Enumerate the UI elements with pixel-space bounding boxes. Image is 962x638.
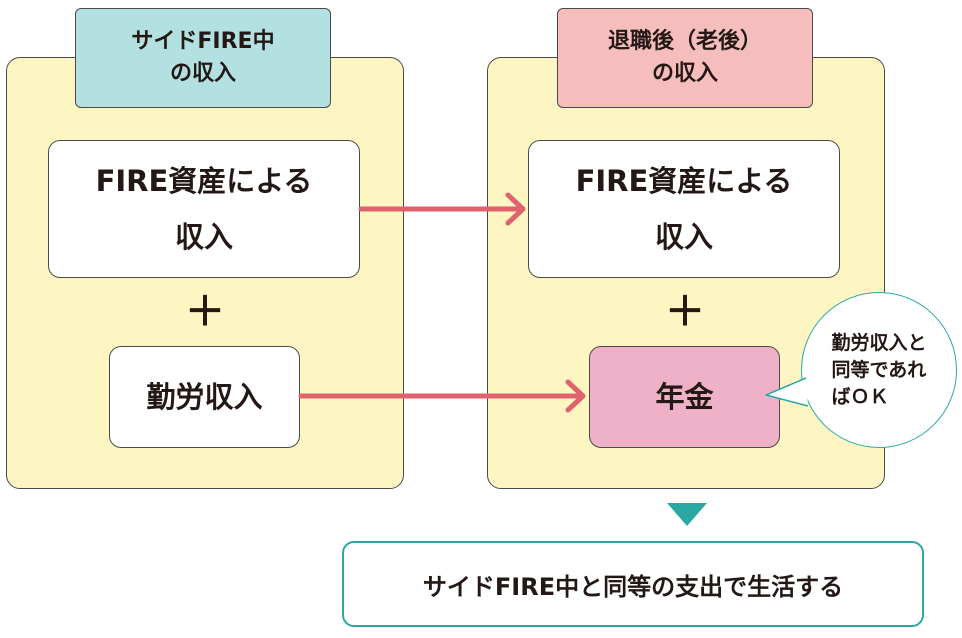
left-header: サイドFIRE中 の収入 xyxy=(75,8,331,108)
pension-box: 年金 xyxy=(589,346,780,448)
left-fire-income-line1: FIRE資産による xyxy=(95,164,313,198)
down-triangle-icon xyxy=(667,503,707,526)
callout-line3: ばＯＫ xyxy=(831,385,889,408)
fire-income-arrow xyxy=(358,192,526,226)
labor-to-pension-arrow xyxy=(298,379,586,413)
left-fire-income-line2: 収入 xyxy=(174,220,233,254)
left-plus-sign: ＋ xyxy=(185,289,225,335)
right-header-line2: の収入 xyxy=(651,61,718,86)
right-header: 退職後（老後） の収入 xyxy=(557,8,813,108)
result-box: サイドFIRE中と同等の支出で生活する xyxy=(342,541,924,627)
right-fire-income-line1: FIRE資産による xyxy=(575,164,793,198)
pension-label: 年金 xyxy=(655,380,714,414)
right-fire-income-line2: 収入 xyxy=(654,220,713,254)
callout-line1: 勤労収入と xyxy=(831,331,927,354)
callout-bubble: 勤労収入と 同等であれ ばＯＫ xyxy=(801,292,957,448)
right-fire-income-box: FIRE資産による 収入 xyxy=(528,140,840,278)
labor-income-box: 勤労収入 xyxy=(109,346,300,448)
left-fire-income-box: FIRE資産による 収入 xyxy=(48,140,360,278)
callout-line2: 同等であれ xyxy=(831,358,927,381)
right-plus-sign: ＋ xyxy=(665,289,705,335)
right-header-line1: 退職後（老後） xyxy=(607,29,762,54)
left-header-line2: の収入 xyxy=(169,61,236,86)
result-label: サイドFIRE中と同等の支出で生活する xyxy=(422,572,844,601)
left-header-line1: サイドFIRE中 xyxy=(131,29,275,54)
labor-income-label: 勤労収入 xyxy=(146,380,263,414)
